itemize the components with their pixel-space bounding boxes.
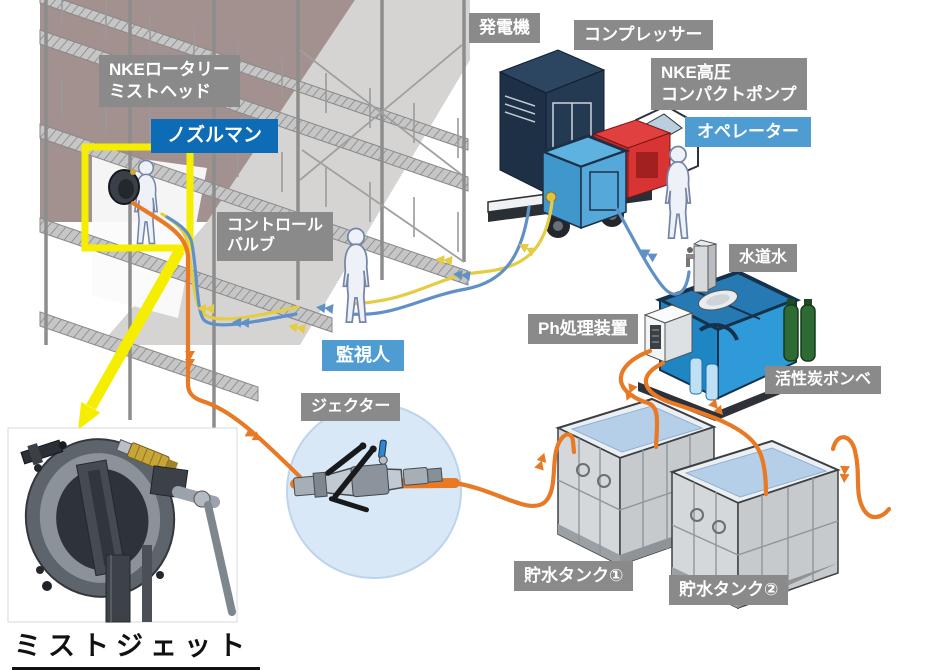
- label-compressor: コンプレッサー: [574, 20, 713, 50]
- ph-treatment-unit: [638, 269, 802, 421]
- label-pump-line2: コンパクトポンプ: [661, 84, 797, 104]
- label-tank1: 貯水タンク①: [514, 561, 634, 591]
- label-control-valve-line2: バルブ: [227, 237, 276, 255]
- caption-mist-jet: ミストジェット: [12, 624, 260, 670]
- label-pump: NKE高圧 コンパクトポンプ: [651, 58, 807, 110]
- label-carbon-cylinder: 活性炭ボンベ: [765, 366, 882, 395]
- label-pump-line1: NKE高圧: [661, 63, 731, 82]
- tap-water-stand: [686, 239, 718, 293]
- label-mist-head: NKEロータリー ミストヘッド: [99, 55, 240, 107]
- compressor-unit: [538, 134, 631, 230]
- label-ph-unit: Ph処理装置: [528, 314, 638, 344]
- hoses: [130, 200, 892, 520]
- label-watcher: 監視人: [322, 340, 404, 372]
- label-ejector: ジェクター: [301, 393, 401, 422]
- label-mist-head-line1: NKEロータリー: [109, 60, 230, 79]
- photo-inset-mist-jet: [7, 427, 238, 623]
- label-control-valve: コントロール バルブ: [217, 212, 334, 261]
- ejector-device: [293, 439, 443, 513]
- label-operator: オペレーター: [685, 117, 811, 147]
- tank-2: [669, 439, 841, 610]
- label-mist-head-line2: ミストヘッド: [109, 81, 211, 101]
- generator-unit: [498, 49, 606, 194]
- label-nozzleman: ノズルマン: [151, 119, 279, 154]
- label-tank2: 貯水タンク②: [669, 575, 789, 605]
- highlight-box: [81, 143, 194, 252]
- carbon-cylinders: [783, 299, 816, 362]
- label-tap-water: 水道水: [729, 244, 798, 273]
- mist-head-device: [108, 169, 140, 205]
- clamp-detail: [20, 439, 67, 466]
- label-generator: 発電機: [469, 13, 540, 43]
- label-control-valve-line1: コントロール: [227, 217, 324, 234]
- highlight-arrow: [78, 247, 185, 430]
